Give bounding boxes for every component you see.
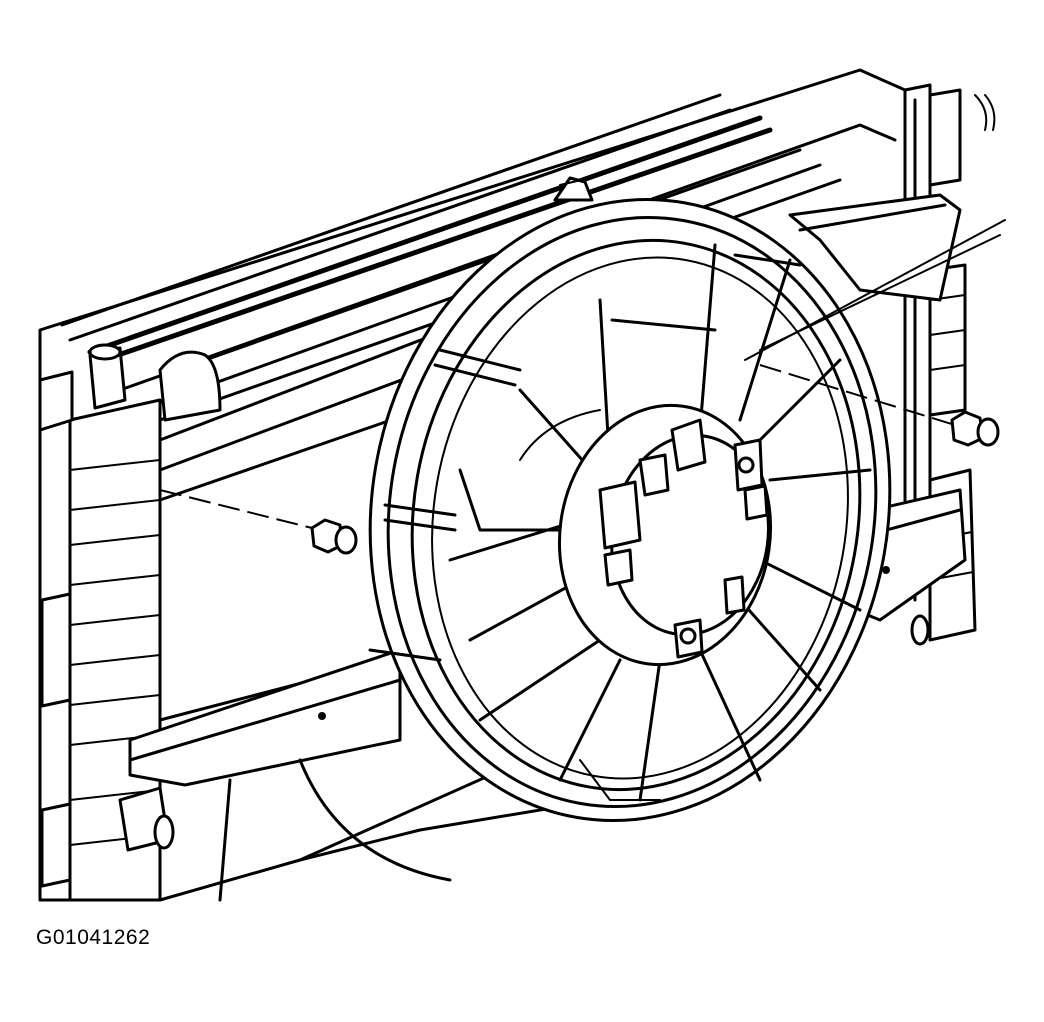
fan-motor bbox=[543, 392, 787, 679]
left-bolt bbox=[160, 490, 356, 553]
fan-blades bbox=[450, 245, 870, 800]
left-radiator-tank bbox=[40, 345, 220, 900]
leader-lines bbox=[745, 220, 1005, 360]
figure-id-label: G01041262 bbox=[36, 926, 151, 949]
right-bolt bbox=[760, 365, 998, 445]
